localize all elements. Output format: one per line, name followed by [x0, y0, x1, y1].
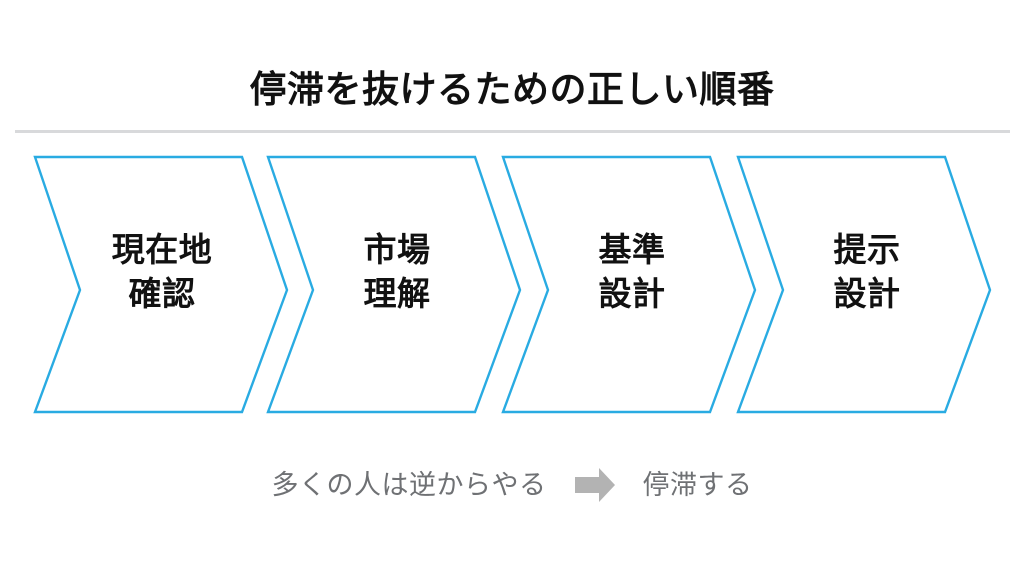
- chevron-label-2-line1: 市場: [363, 231, 431, 268]
- chevron-label-1: 現在地 確認: [62, 228, 262, 316]
- chevron-shape-4: [736, 155, 992, 414]
- chevron-shape-1: [33, 155, 289, 414]
- chevron-label-2-line2: 理解: [363, 275, 431, 313]
- chevron-label-4-line1: 提示: [833, 231, 901, 268]
- process-flow: 現在地 確認 市場 理解 基準 設計 提示 設計: [0, 150, 1024, 425]
- chevron-label-3: 基準 設計: [532, 228, 732, 316]
- chevron-label-2: 市場 理解: [297, 228, 497, 316]
- chevron-label-4: 提示 設計: [767, 228, 967, 316]
- chevron-label-3-line1: 基準: [598, 231, 666, 268]
- chevron-shape-2: [266, 155, 522, 414]
- caption-row: 多くの人は逆からやる 停滞する: [0, 466, 1024, 504]
- chevron-shape-3: [501, 155, 757, 414]
- chevron-label-3-line2: 設計: [598, 275, 666, 313]
- chevron-label-4-line2: 設計: [833, 275, 901, 313]
- chevron-label-1-line1: 現在地: [111, 231, 213, 268]
- chevron-label-1-line2: 確認: [128, 275, 196, 313]
- page-title: 停滞を抜けるための正しい順番: [249, 69, 775, 110]
- title-divider: [15, 130, 1010, 133]
- chevron-outlines: [33, 155, 992, 414]
- right-arrow-icon: [574, 468, 615, 502]
- caption-right-text: 停滞する: [642, 469, 753, 500]
- caption-left-text: 多くの人は逆からやる: [271, 469, 547, 500]
